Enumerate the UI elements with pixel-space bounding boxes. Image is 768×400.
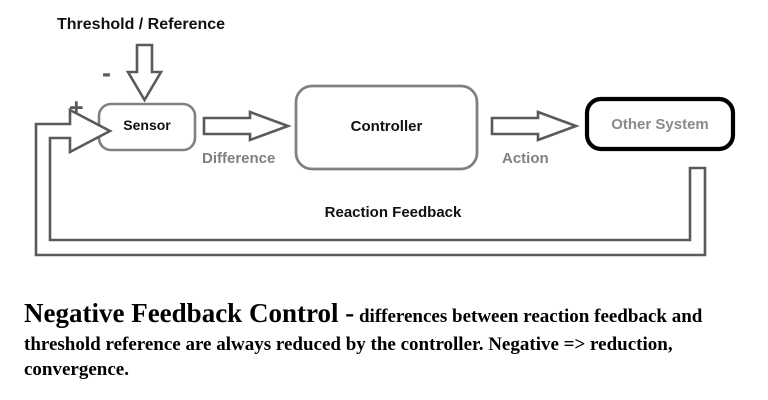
node-label-sensor: Sensor xyxy=(123,117,171,133)
action-right-arrow-icon xyxy=(490,110,580,142)
caption-heading: Negative Feedback Control xyxy=(24,298,339,328)
minus-sign-label: - xyxy=(102,58,111,88)
node-box-other-system[interactable] xyxy=(584,96,736,152)
caption-body: differences between reaction feedback an… xyxy=(24,306,703,380)
threshold-reference-label: Threshold / Reference xyxy=(57,16,226,33)
reaction-feedback-loop-arrow xyxy=(34,107,707,257)
threshold-down-arrow-icon xyxy=(125,43,164,103)
caption-block: Negative Feedback Control - differences … xyxy=(24,296,740,382)
edge-label-difference: Difference xyxy=(202,150,276,167)
plus-sign-label: + xyxy=(69,94,84,122)
node-label-other-system: Other System xyxy=(611,116,709,133)
node-box-controller[interactable] xyxy=(294,84,479,171)
edge-label-action: Action xyxy=(502,150,549,167)
node-label-controller: Controller xyxy=(350,118,423,135)
caption-dash-glyph: - xyxy=(345,298,355,328)
difference-right-arrow-icon xyxy=(202,110,292,142)
edge-label-reaction-feedback: Reaction Feedback xyxy=(324,204,462,221)
